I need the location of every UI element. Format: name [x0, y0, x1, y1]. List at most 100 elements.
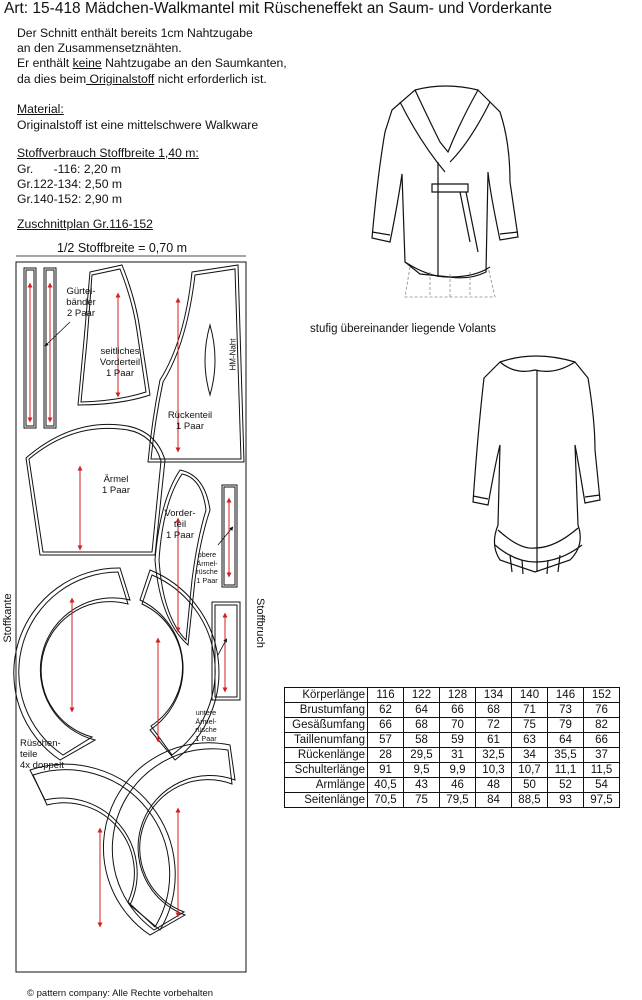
- table-cell: 54: [583, 777, 620, 793]
- table-cell: 97,5: [583, 792, 620, 808]
- table-cell: 73: [547, 702, 584, 718]
- row-label: Armlänge: [284, 777, 368, 793]
- intro-line: Der Schnitt enthält bereits 1cm Nahtzuga…: [17, 26, 253, 40]
- table-cell: 32,5: [475, 747, 512, 763]
- row-label: Gesäßumfang: [284, 717, 368, 733]
- table-cell: 79,5: [439, 792, 476, 808]
- intro-line: an den Zusammensetznähten.: [17, 41, 182, 56]
- zuschnittplan-heading: Zuschnittplan Gr.116-152: [17, 217, 153, 231]
- table-cell: 75: [511, 717, 548, 733]
- grain-arrows: [27, 282, 232, 928]
- table-cell: 29,5: [403, 747, 440, 763]
- rueschenteil-piece: [139, 569, 220, 761]
- cutting-layout: [13, 255, 247, 973]
- row-label: Brustumfang: [284, 702, 368, 718]
- intro-line: Er enthält keine Nahtzugabe an den Saumk…: [17, 56, 287, 71]
- untere-aermelruesche-label: untere Ärmel- rüsche 1 Paar: [195, 708, 217, 743]
- untere-aermelruesche-piece: [211, 601, 241, 701]
- rueschenteil-piece: [13, 567, 131, 761]
- table-cell: 84: [475, 792, 512, 808]
- size-header-cell: 128: [439, 687, 476, 703]
- rueschenteil-piece: [102, 742, 236, 936]
- stoffverbrauch-heading: Stoffverbrauch Stoffbreite 1,40 m:: [17, 146, 199, 160]
- table-cell: 66: [367, 717, 404, 733]
- row-label: Seitenlänge: [284, 792, 368, 808]
- vorderteil-label: Vorder- teil 1 Paar: [164, 508, 196, 541]
- front-view-sketch: [371, 85, 519, 298]
- table-cell: 66: [583, 732, 620, 748]
- stoffbruch-label: Stoffbruch: [254, 598, 266, 648]
- stoffkante-label: Stoffkante: [2, 593, 14, 643]
- keine-emphasis: keine: [72, 56, 102, 71]
- stoffverbrauch-row: Gr. -116: 2,20 m: [17, 162, 122, 176]
- table-cell: 31: [439, 747, 476, 763]
- table-cell: 28: [367, 747, 404, 763]
- material-text: Originalstoff ist eine mittelschwere Wal…: [17, 118, 259, 132]
- guertel-band-piece: [23, 267, 37, 429]
- table-cell: 40,5: [367, 777, 404, 793]
- stoffverbrauch-row: Gr.122-134: 2,50 m: [17, 177, 123, 191]
- table-cell: 66: [439, 702, 476, 718]
- table-row: Schulterlänge 91 9,5 9,9 10,3 10,7 11,1 …: [284, 762, 620, 778]
- table-cell: 46: [439, 777, 476, 793]
- table-cell: 88,5: [511, 792, 548, 808]
- row-label: Rückenlänge: [284, 747, 368, 763]
- rueckenteil-piece: [147, 264, 245, 463]
- table-cell: 68: [403, 717, 440, 733]
- volants-caption: stufig übereinander liegende Volants: [310, 323, 497, 335]
- table-cell: 9,9: [439, 762, 476, 778]
- vorderteil-piece: [154, 469, 211, 647]
- table-cell: 34: [511, 747, 548, 763]
- row-label: Taillenumfang: [284, 732, 368, 748]
- table-cell: 64: [403, 702, 440, 718]
- table-cell: 61: [475, 732, 512, 748]
- table-cell: 52: [547, 777, 584, 793]
- table-cell: 59: [439, 732, 476, 748]
- table-cell: 76: [583, 702, 620, 718]
- size-header-cell: 134: [475, 687, 512, 703]
- table-cell: 62: [367, 702, 404, 718]
- originalstoff-emphasis: Originalstoff: [86, 71, 155, 86]
- aermel-label: Ärmel 1 Paar: [102, 474, 130, 496]
- table-cell: 50: [511, 777, 548, 793]
- table-cell: 75: [403, 792, 440, 808]
- table-cell: 10,7: [511, 762, 548, 778]
- half-fabric-width: 1/2 Stoffbreite = 0,70 m: [57, 241, 188, 255]
- table-row: Armlänge 40,5 43 46 48 50 52 54: [284, 777, 620, 793]
- stoffverbrauch-row: Gr.140-152: 2,90 m: [17, 192, 123, 206]
- size-header-cell: 152: [583, 687, 620, 703]
- table-cell: 70,5: [367, 792, 404, 808]
- table-cell: 11,5: [583, 762, 620, 778]
- table-row: Gesäßumfang 66 68 70 72 75 79 82: [284, 717, 620, 733]
- table-cell: 79: [547, 717, 584, 733]
- table-cell: 82: [583, 717, 620, 733]
- table-header-label: Körperlänge: [284, 687, 368, 703]
- table-cell: 43: [403, 777, 440, 793]
- intro-line: da dies beim Originalstoff nicht erforde…: [17, 71, 267, 86]
- table-row: Rückenlänge 28 29,5 31 32,5 34 35,5 37: [284, 747, 620, 763]
- rueckenteil-label: Rückenteil 1 Paar: [167, 410, 213, 432]
- table-cell: 71: [511, 702, 548, 718]
- aermel-piece: [25, 423, 166, 556]
- table-cell: 68: [475, 702, 512, 718]
- material-heading: Material:: [17, 102, 64, 116]
- table-row: Körperlänge 116 122 128 134 140 146 152: [284, 687, 620, 703]
- table-cell: 11,1: [547, 762, 584, 778]
- table-cell: 9,5: [403, 762, 440, 778]
- table-row: Brustumfang 62 64 66 68 71 73 76: [284, 702, 620, 718]
- size-table: Körperlänge 116 122 128 134 140 146 152 …: [284, 687, 620, 808]
- obere-aermelruesche-piece: [221, 484, 238, 588]
- table-cell: 48: [475, 777, 512, 793]
- table-cell: 37: [583, 747, 620, 763]
- size-header-cell: 122: [403, 687, 440, 703]
- pointer-arrows: [44, 321, 234, 656]
- table-cell: 72: [475, 717, 512, 733]
- size-header-cell: 146: [547, 687, 584, 703]
- size-header-cell: 116: [367, 687, 404, 703]
- table-cell: 35,5: [547, 747, 584, 763]
- document-title: Art: 15-418 Mädchen-Walkmantel mit Rüsch…: [4, 0, 552, 17]
- table-cell: 70: [439, 717, 476, 733]
- table-cell: 93: [547, 792, 584, 808]
- table-cell: 63: [511, 732, 548, 748]
- rueschenteile-label: Rüschen- teile 4x doppelt: [20, 738, 64, 771]
